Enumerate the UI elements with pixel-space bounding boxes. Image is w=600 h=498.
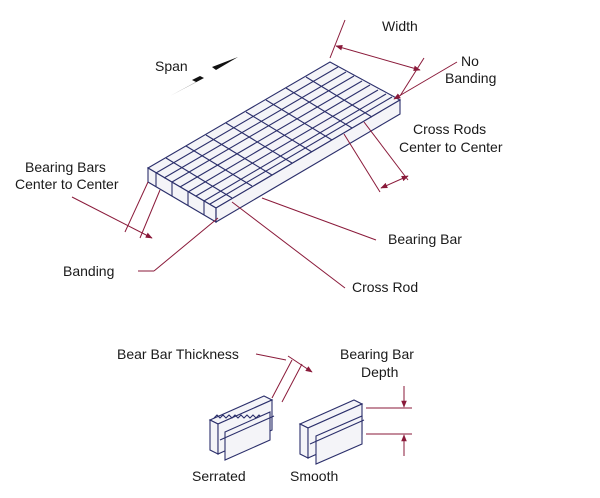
serrated-label: Serrated <box>192 468 246 484</box>
bear-bar-thickness-dimension <box>255 353 313 403</box>
span-arrow-icon <box>170 57 238 96</box>
smooth-label: Smooth <box>290 468 338 484</box>
bear-bar-thickness-label: Bear Bar Thickness <box>117 346 239 362</box>
banding-label: Banding <box>63 263 114 279</box>
cross-rods-dimension <box>343 121 409 193</box>
no-banding-label-line2: Banding <box>445 70 496 86</box>
bearing-bar-label: Bearing Bar <box>388 231 462 247</box>
bearing-bar-depth-label-line2: Depth <box>361 364 398 380</box>
width-dimension <box>329 19 425 97</box>
bearing-bar-depth-dimension <box>366 386 412 456</box>
bearing-bars <box>155 66 393 205</box>
no-banding-leader <box>393 61 458 100</box>
bearing-bars-label-line2: Center to Center <box>15 176 119 192</box>
span-label: Span <box>155 58 188 74</box>
cross-rod-leader <box>231 201 346 289</box>
serrated-bar-detail <box>208 395 275 461</box>
bearing-bars-label-line1: Bearing Bars <box>25 159 106 175</box>
cross-rods-label-line1: Cross Rods <box>413 121 486 137</box>
bearing-bar-depth-label-line1: Bearing Bar <box>340 346 414 362</box>
bearing-bar-leader <box>261 197 377 241</box>
cross-rods-label-line2: Center to Center <box>399 139 503 155</box>
cross-rods <box>165 76 373 199</box>
width-label: Width <box>382 18 418 34</box>
bearing-bars-dimension <box>71 181 161 239</box>
smooth-bar-detail <box>298 399 365 465</box>
grating-panel <box>146 61 402 223</box>
cross-rod-label: Cross Rod <box>352 279 418 295</box>
banding-leader <box>153 217 219 272</box>
no-banding-label-line1: No <box>461 53 479 69</box>
